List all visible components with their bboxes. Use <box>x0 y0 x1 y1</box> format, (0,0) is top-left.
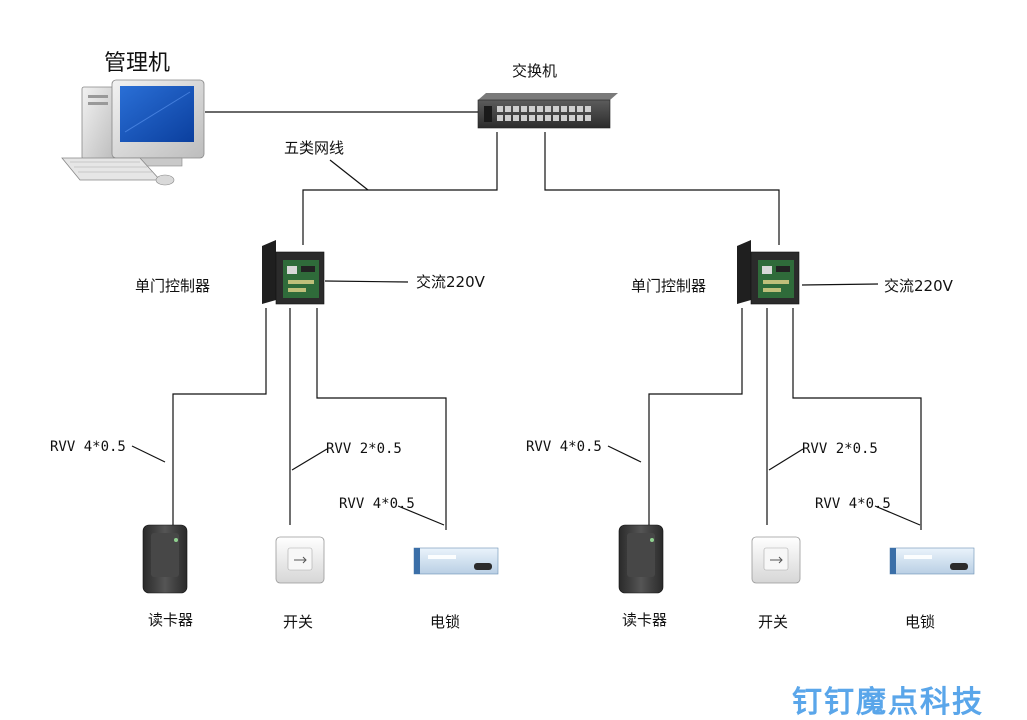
reader-cable-callout-right <box>607 445 642 463</box>
exit-button-icon-left <box>275 536 325 584</box>
card-reader-icon-left <box>142 524 188 594</box>
switch-to-controller-left-wire <box>302 132 498 245</box>
network-wires <box>205 111 780 245</box>
lock-label-left: 电锁 <box>430 613 460 631</box>
left-branch-wires <box>131 280 447 530</box>
reader-cable-callout-left <box>131 445 166 463</box>
cat5-callout-line <box>329 159 369 191</box>
network-switch-icon <box>477 93 618 129</box>
controller-label-left: 单门控制器 <box>135 277 210 295</box>
button-cable-label-right: RVV 2*0.5 <box>802 441 878 457</box>
electric-lock-icon-right <box>889 547 975 575</box>
power-label-left: 交流220V <box>416 273 486 291</box>
reader-wire-right <box>648 308 743 525</box>
card-reader-icon-right <box>618 524 664 594</box>
power-callout-left <box>324 280 409 283</box>
button-label-right: 开关 <box>758 613 788 631</box>
right-branch-wires <box>607 283 922 530</box>
button-label-left: 开关 <box>283 613 313 631</box>
lock-wire-right <box>792 308 922 530</box>
lock-label-right: 电锁 <box>905 613 935 631</box>
power-callout-right <box>801 283 879 286</box>
lock-cable-callout-left <box>397 505 445 526</box>
reader-cable-label-right: RVV 4*0.5 <box>526 439 602 455</box>
cat5-cable-label: 五类网线 <box>284 139 344 157</box>
reader-label-left: 读卡器 <box>148 611 193 629</box>
button-cable-label-left: RVV 2*0.5 <box>326 441 402 457</box>
lock-wire-left <box>316 308 447 530</box>
reader-cable-label-left: RVV 4*0.5 <box>50 439 126 455</box>
exit-button-icon-right <box>751 536 801 584</box>
management-pc-icon <box>61 79 205 186</box>
door-controller-icon-left <box>262 240 325 305</box>
lock-cable-callout-right <box>874 505 921 526</box>
switch-label: 交换机 <box>512 62 557 80</box>
reader-label-right: 读卡器 <box>622 611 667 629</box>
electric-lock-icon-left <box>413 547 499 575</box>
reader-wire-left <box>172 308 267 525</box>
button-cable-callout-right <box>768 448 804 471</box>
switch-to-controller-right-wire <box>544 132 780 245</box>
controller-label-right: 单门控制器 <box>631 277 706 295</box>
button-cable-callout-left <box>291 448 328 471</box>
lock-cable-label-right: RVV 4*0.5 <box>815 496 891 512</box>
power-label-right: 交流220V <box>884 277 954 295</box>
door-controller-icon-right <box>737 240 800 305</box>
manager-pc-label: 管理机 <box>104 51 170 76</box>
watermark-text: 钉钉魔点科技 <box>792 685 984 720</box>
lock-cable-label-left: RVV 4*0.5 <box>339 496 415 512</box>
